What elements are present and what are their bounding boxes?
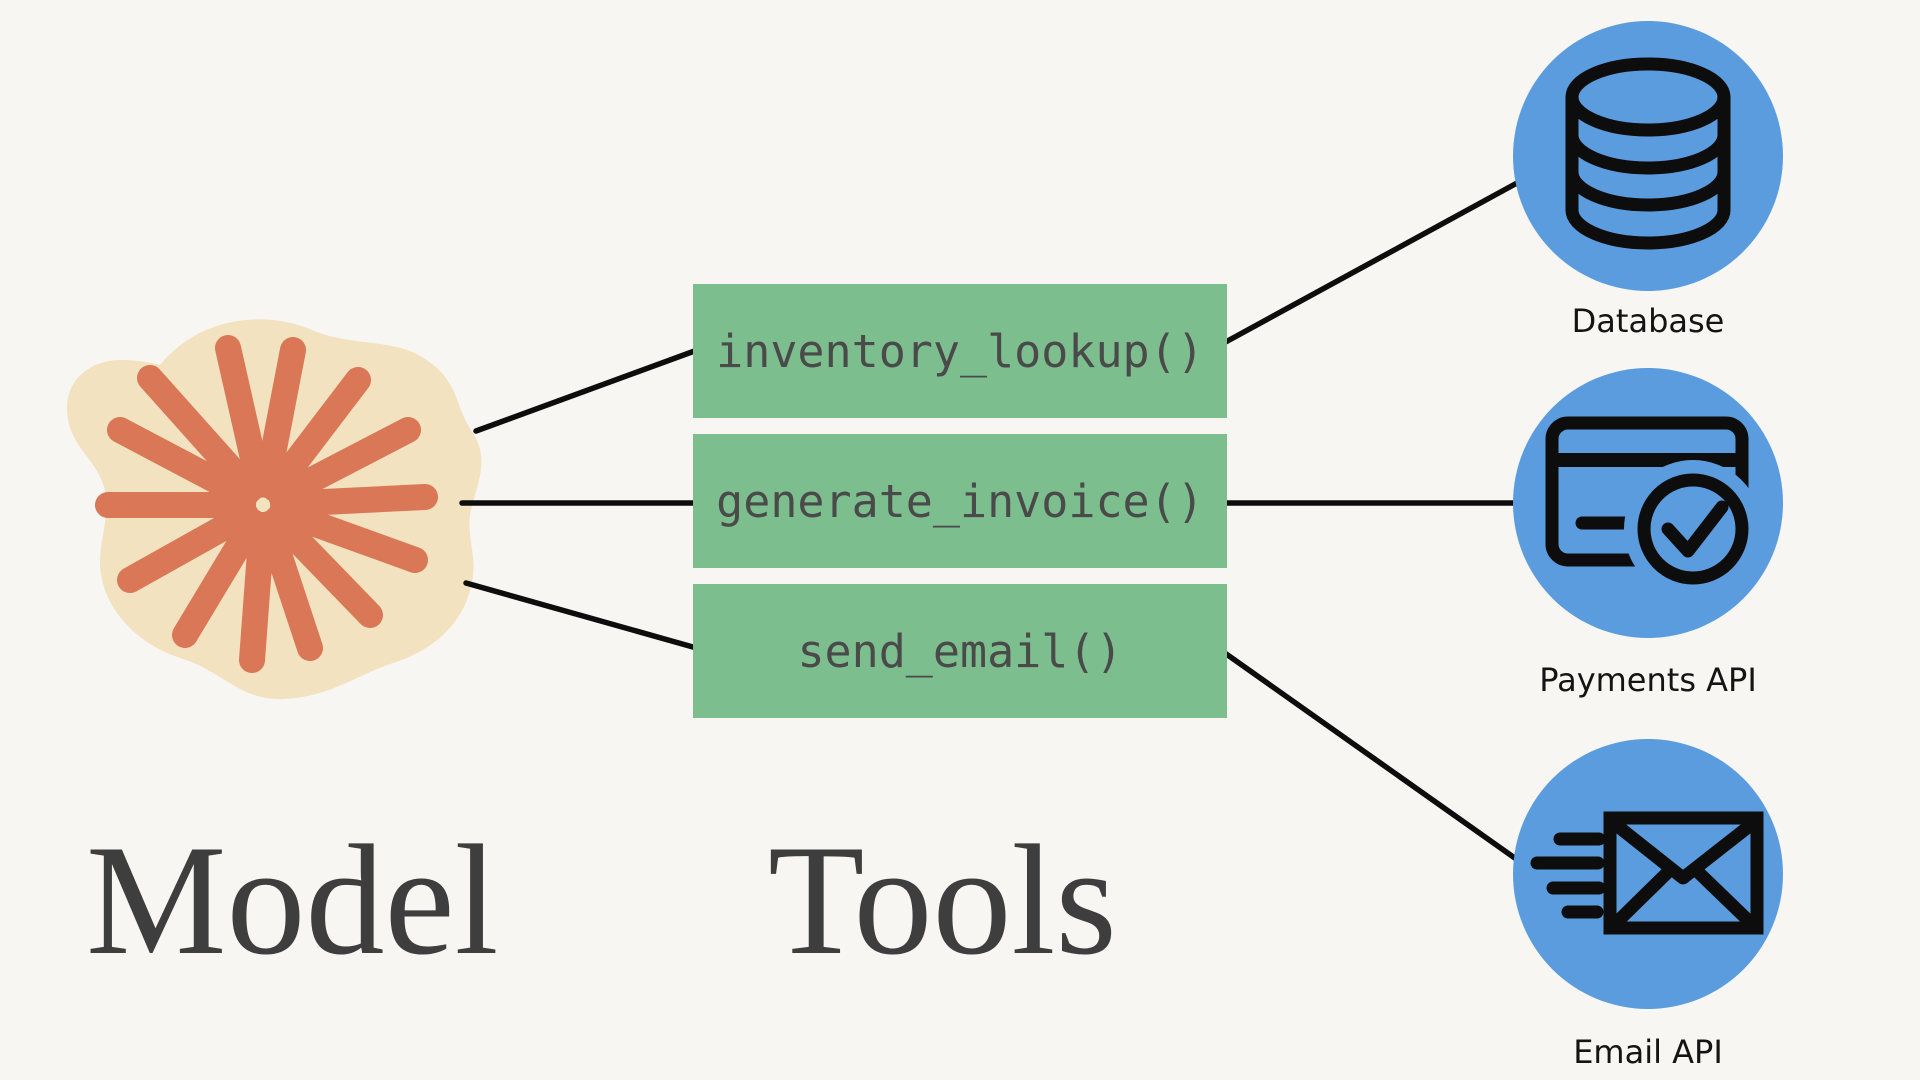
connector-model-to-inventory [473,346,703,434]
tool-function-name: generate_invoice() [716,474,1204,528]
service-circle-email [1513,739,1783,1009]
tools-title: Tools [768,813,1117,988]
tool-box-send-email: send_email() [693,584,1227,718]
connector-email-to-emailapi [1219,648,1522,864]
connector-lines [459,180,1522,864]
email-send-icon [1530,811,1764,935]
connector-inventory-to-database [1219,180,1520,347]
service-label-email-api: Email API [1573,1033,1723,1071]
database-icon [1565,57,1731,250]
credit-card-check-icon [1545,416,1762,598]
service-label-payments-api: Payments API [1539,661,1757,699]
starburst-icon [95,335,438,673]
service-label-database: Database [1571,302,1725,340]
connector-model-to-email [463,580,703,652]
tool-box-inventory-lookup: inventory_lookup() [693,284,1227,418]
tool-function-name: inventory_lookup() [716,324,1204,378]
model-title: Model [86,813,499,988]
tool-function-name: send_email() [797,624,1123,678]
tool-box-generate-invoice: generate_invoice() [693,434,1227,568]
